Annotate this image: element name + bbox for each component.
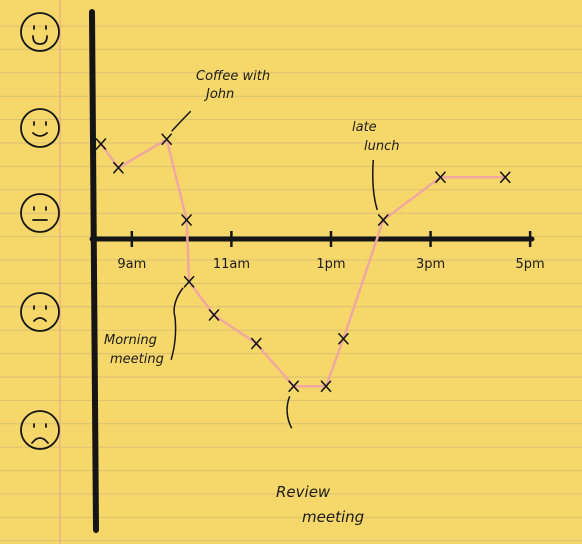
tick-label-3pm: 3pm (416, 257, 445, 272)
annotations: Coffee with John Morning meeting Review … (104, 69, 399, 526)
data-point (435, 171, 446, 184)
frown-face-outline (20, 292, 60, 332)
face-mouth (32, 132, 48, 137)
data-point (499, 171, 511, 184)
tick-label-9am: 9am (117, 257, 146, 272)
annotation-coffee-line-2: John (203, 87, 234, 102)
data-point-markers (95, 133, 511, 393)
data-point (161, 133, 172, 146)
annotation-morning-meeting: Morning meeting (104, 287, 184, 367)
annotation-morning-meeting-line-1: Morning (104, 333, 157, 348)
data-point (338, 332, 349, 345)
annotation-review-meeting: Review meeting (276, 395, 364, 526)
data-point-stroke (161, 133, 172, 146)
frown-face-icon (20, 292, 60, 332)
annotation-morning-meeting-leader (170, 287, 184, 360)
annotation-review-meeting-line-1: Review (276, 483, 331, 501)
tick-label-11am: 11am (213, 257, 250, 272)
data-point-stroke (181, 214, 192, 226)
grin-face-icon (20, 12, 60, 52)
data-point (181, 214, 192, 226)
mood-series (95, 133, 511, 393)
data-point-stroke (338, 332, 349, 345)
data-point-stroke (320, 380, 332, 393)
annotation-coffee-leader (171, 110, 192, 132)
data-point-stroke (183, 275, 195, 288)
data-point-stroke (377, 214, 389, 226)
data-point (288, 380, 299, 393)
face-mouth (33, 317, 47, 322)
neutral-face-outline (20, 193, 60, 233)
axes (89, 9, 535, 533)
face-mouth (32, 35, 48, 45)
data-point-stroke (95, 138, 107, 150)
data-point (208, 309, 220, 321)
annotation-late-lunch: late lunch (352, 120, 399, 211)
smile-face-outline (20, 108, 60, 148)
data-point-stroke (288, 380, 299, 393)
data-point (95, 138, 107, 150)
tick-label-5pm: 5pm (516, 257, 545, 272)
data-point-stroke (499, 171, 511, 184)
annotation-late-lunch-leader (372, 159, 378, 211)
grin-face-outline (20, 12, 60, 52)
data-point-stroke (435, 171, 446, 184)
data-point-stroke (113, 161, 124, 174)
annotation-review-meeting-line-2: meeting (302, 508, 364, 526)
data-point (377, 214, 389, 226)
data-point-stroke (250, 337, 262, 350)
face-mouth (31, 437, 49, 444)
data-point (113, 161, 124, 174)
sad-face-icon (20, 410, 60, 450)
neutral-face-icon (20, 193, 60, 233)
annotation-coffee: Coffee with John (171, 69, 270, 132)
data-point-stroke (208, 309, 220, 321)
smile-face-icon (20, 108, 60, 148)
x-axis-ticks (130, 231, 532, 247)
data-point (320, 380, 332, 393)
annotation-morning-meeting-line-2: meeting (110, 352, 164, 367)
x-axis-tick-labels: 9am 11am 1pm 3pm 5pm (117, 257, 544, 272)
y-axis (89, 9, 99, 533)
data-point (250, 337, 262, 350)
mood-faces (20, 12, 60, 450)
data-point (183, 275, 195, 288)
tick-label-1pm: 1pm (316, 257, 345, 272)
sad-face-outline (20, 410, 60, 450)
annotation-review-meeting-leader (286, 395, 293, 429)
annotation-late-lunch-line-1: late (352, 120, 377, 135)
annotation-late-lunch-line-2: lunch (364, 139, 399, 154)
annotation-coffee-line-1: Coffee with (196, 69, 270, 84)
